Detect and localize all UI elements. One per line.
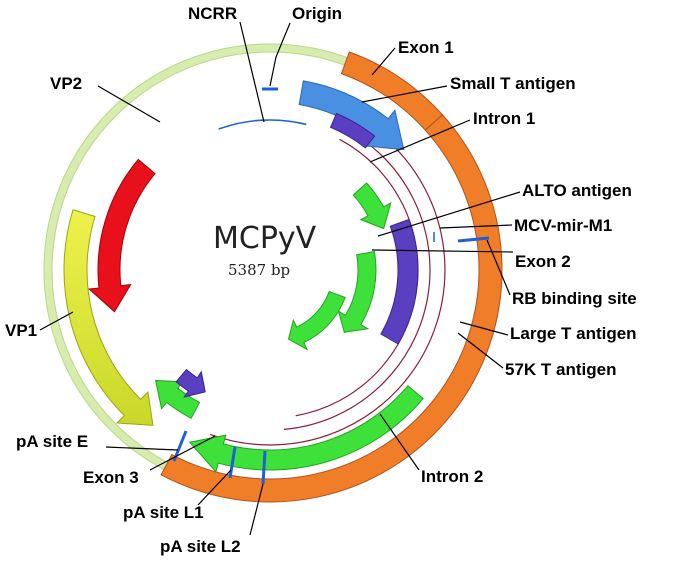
exon2-leader <box>371 249 514 253</box>
ncrr-arc <box>218 119 307 130</box>
vp2-arrow <box>87 158 156 313</box>
vp2-leader <box>97 85 161 123</box>
exon3-label: Exon 3 <box>83 468 139 487</box>
origin-leader <box>269 22 291 87</box>
alto-exon-arrow <box>329 112 376 149</box>
large-t-arrow <box>188 384 424 473</box>
intron1-leader <box>369 119 471 163</box>
genome-name: MCPyV <box>213 221 317 256</box>
large-t-intron-track <box>209 104 446 446</box>
large-t-label: Large T antigen <box>510 324 637 343</box>
alto-leader <box>377 191 521 237</box>
pa-l2-marker <box>261 450 267 485</box>
vp1-arrow <box>63 209 154 426</box>
vp2-label: VP2 <box>50 74 82 93</box>
large-t-exon1-arrow-3 <box>337 251 377 333</box>
exon2-label: Exon 2 <box>515 252 571 271</box>
k57-arrow <box>175 368 206 398</box>
ncrr-leader <box>239 21 265 123</box>
k57-label: 57K T antigen <box>505 360 616 379</box>
rb-marker <box>457 236 490 243</box>
k57-leader <box>457 332 504 369</box>
pa-l1-label: pA site L1 <box>123 503 204 522</box>
large-t-leader <box>459 321 509 336</box>
intron2-leader <box>379 413 420 471</box>
exon1-leader <box>371 47 396 76</box>
exon1-label: Exon 1 <box>398 38 454 57</box>
vp1-leader <box>39 311 74 331</box>
pa-e-leader <box>105 446 179 451</box>
pa-l1-leader <box>197 469 232 506</box>
exon3-leader <box>149 435 216 471</box>
pa-l2-label: pA site L2 <box>160 537 241 556</box>
k57-arrow-green <box>287 290 346 351</box>
rb-leader <box>486 239 511 296</box>
alto-arrow <box>380 218 419 345</box>
small-t-leader <box>361 85 448 103</box>
large-t-exon1-arrow <box>155 379 201 420</box>
rb-label: RB binding site <box>512 289 637 308</box>
ncrr-label: NCRR <box>188 4 237 23</box>
pa-e-label: pA site E <box>16 432 88 451</box>
small-t-intron-track <box>283 124 431 430</box>
intron1-label: Intron 1 <box>473 109 535 128</box>
origin-label: Origin <box>292 4 342 23</box>
small-t-label: Small T antigen <box>450 74 576 93</box>
intron2-label: Intron 2 <box>421 467 483 486</box>
large-t-exon1-arrow-2 <box>352 182 392 230</box>
genome-length: 5387 bp <box>228 261 290 279</box>
mir-leader <box>439 224 513 229</box>
pa-l2-leader <box>249 483 264 536</box>
alto-label: ALTO antigen <box>522 181 632 200</box>
small-t-arrow <box>298 80 405 151</box>
exon-band <box>160 114 503 503</box>
vp1-label: VP1 <box>5 321 37 340</box>
exon1-band <box>340 51 444 131</box>
pa-l1-marker <box>228 446 237 479</box>
mir-label: MCV-mir-M1 <box>514 216 612 235</box>
